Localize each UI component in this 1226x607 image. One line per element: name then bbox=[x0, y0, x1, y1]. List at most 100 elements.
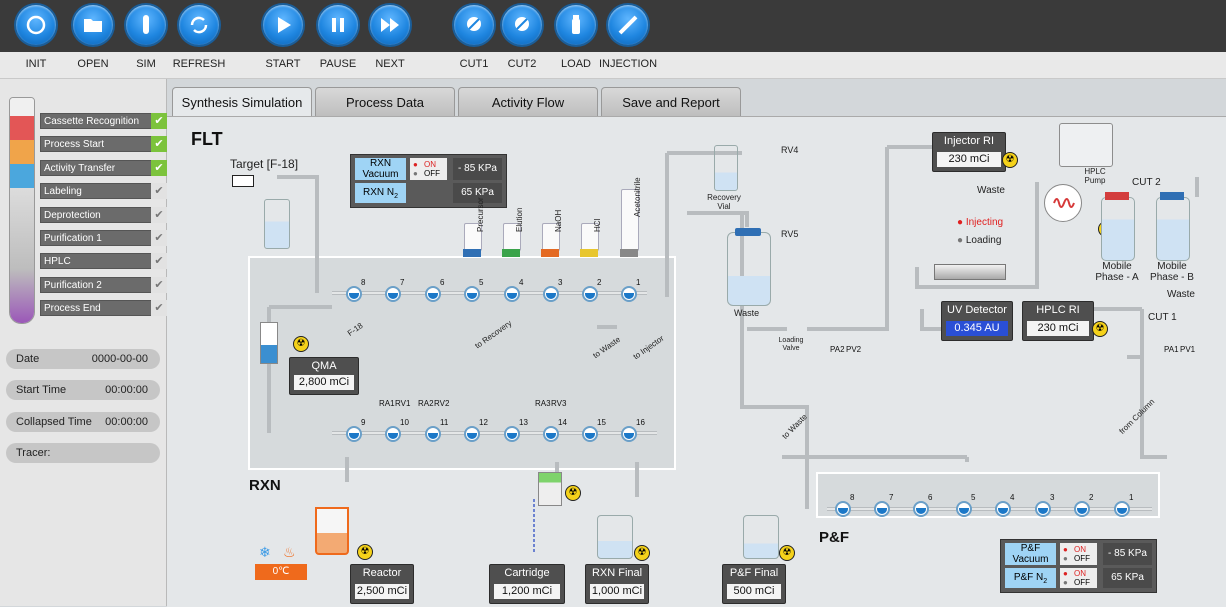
rxn-mid-valve[interactable] bbox=[464, 426, 480, 442]
start-button[interactable] bbox=[263, 5, 303, 45]
refresh-label: REFRESH bbox=[172, 58, 226, 70]
rv5-label: RV5 bbox=[781, 229, 799, 239]
target-label: Target [F-18] bbox=[230, 157, 299, 171]
mobile-phase-b-label: Mobile Phase - B bbox=[1150, 261, 1194, 283]
cut1-button[interactable] bbox=[454, 5, 494, 45]
rxn-top-valve[interactable] bbox=[621, 286, 637, 302]
mobile-phase-a-label: Mobile Phase - A bbox=[1095, 261, 1139, 283]
pf-valve[interactable] bbox=[835, 501, 851, 517]
reagent-label: NaOH bbox=[554, 209, 563, 232]
cooling-icon[interactable]: ❄ bbox=[259, 544, 271, 560]
pf-valve[interactable] bbox=[956, 501, 972, 517]
pf-valve[interactable] bbox=[995, 501, 1011, 517]
step-label: Process Start bbox=[44, 139, 105, 151]
pv1-label: PV1 bbox=[1180, 345, 1196, 354]
rv2-label: RV2 bbox=[434, 399, 450, 408]
rxn-mid-valve[interactable] bbox=[504, 426, 520, 442]
tab-activity-flow[interactable]: Activity Flow bbox=[458, 87, 598, 117]
pf-valve[interactable] bbox=[874, 501, 890, 517]
rxn-top-valve[interactable] bbox=[582, 286, 598, 302]
rxn-top-valve[interactable] bbox=[385, 286, 401, 302]
valve-number: 1 bbox=[1129, 493, 1134, 502]
injector-valve[interactable] bbox=[1044, 184, 1082, 222]
refresh-icon bbox=[26, 15, 46, 35]
pf-valve[interactable] bbox=[913, 501, 929, 517]
reagent-cap bbox=[541, 249, 559, 257]
valve-number: 15 bbox=[597, 418, 606, 427]
rxn-mid-valve[interactable] bbox=[425, 426, 441, 442]
rxn-mid-valve[interactable] bbox=[582, 426, 598, 442]
pf-gas-panel: P&F Vacuum ●ON ●OFF - 85 KPa P&F N2 ●ON … bbox=[1000, 539, 1157, 593]
cut1-label: CUT1 bbox=[459, 58, 489, 70]
next-button[interactable] bbox=[370, 5, 410, 45]
pf-valve[interactable] bbox=[1074, 501, 1090, 517]
rxn-top-valve[interactable] bbox=[504, 286, 520, 302]
check-icon: ✔ bbox=[151, 206, 167, 223]
waste-label: Waste bbox=[734, 308, 760, 318]
cut1-icon bbox=[467, 17, 481, 31]
refresh-button[interactable] bbox=[179, 5, 219, 45]
valve-number: 4 bbox=[1010, 493, 1015, 502]
rxn-top-valve[interactable] bbox=[543, 286, 559, 302]
cut2-label: CUT 2 bbox=[1132, 177, 1161, 188]
pause-button[interactable] bbox=[318, 5, 358, 45]
init-label: INIT bbox=[25, 58, 47, 70]
rxn-mid-valve[interactable] bbox=[385, 426, 401, 442]
tab-save-and-report[interactable]: Save and Report bbox=[601, 87, 741, 117]
valve-number: 7 bbox=[889, 493, 894, 502]
step-label: Purification 2 bbox=[44, 279, 102, 291]
init-button[interactable] bbox=[16, 5, 56, 45]
recovery-vial bbox=[714, 145, 738, 191]
radiation-icon: ☢ bbox=[565, 485, 581, 501]
open-button[interactable] bbox=[73, 5, 113, 45]
rxn-vacuum-switch[interactable]: ●ON ●OFF bbox=[410, 158, 447, 180]
temperature-display: 0℃ bbox=[255, 564, 307, 580]
reagent-label: Precursor bbox=[476, 197, 485, 232]
tab-process-data[interactable]: Process Data bbox=[315, 87, 455, 117]
start-label: START bbox=[265, 58, 301, 70]
injection-button[interactable] bbox=[608, 5, 648, 45]
sim-button[interactable] bbox=[126, 5, 166, 45]
rxn-top-valve[interactable] bbox=[346, 286, 362, 302]
pf-vacuum-value: - 85 KPa bbox=[1103, 543, 1152, 565]
pf-valve[interactable] bbox=[1035, 501, 1051, 517]
load-button[interactable] bbox=[556, 5, 596, 45]
mobile-phase-b-bottle bbox=[1156, 197, 1190, 261]
tab-synthesis-simulation[interactable]: Synthesis Simulation bbox=[172, 87, 312, 117]
vial-icon bbox=[572, 15, 580, 34]
rxn-top-valve[interactable] bbox=[425, 286, 441, 302]
step-label: Process End bbox=[44, 303, 101, 315]
reagent-cap bbox=[463, 249, 481, 257]
valve-number: 5 bbox=[971, 493, 976, 502]
valve-number: 11 bbox=[440, 418, 449, 427]
rxn-mid-valve[interactable] bbox=[543, 426, 559, 442]
check-icon: ✔ bbox=[151, 276, 167, 293]
cut2-button[interactable] bbox=[502, 5, 542, 45]
waste-bottle bbox=[727, 232, 771, 306]
heating-icon[interactable]: ♨ bbox=[283, 544, 296, 560]
rxn-top-valve[interactable] bbox=[464, 286, 480, 302]
pf-vacuum-switch[interactable]: ●ON ●OFF bbox=[1060, 543, 1097, 565]
rxn-mid-valve[interactable] bbox=[346, 426, 362, 442]
waste-hplc-label: Waste bbox=[1167, 289, 1195, 300]
loading-valve-label: Loading Valve bbox=[778, 337, 804, 352]
recovery-vial-label: Recovery Vial bbox=[707, 193, 741, 211]
cartridge bbox=[538, 472, 562, 506]
pf-n2-switch[interactable]: ●ON ●OFF bbox=[1060, 568, 1097, 588]
rv1-label: RV1 bbox=[395, 399, 411, 408]
valve-number: 10 bbox=[400, 418, 409, 427]
target-arrow-icon bbox=[232, 175, 254, 187]
rv3-label: RV3 bbox=[551, 399, 567, 408]
pf-n2-label: P&F N2 bbox=[1005, 568, 1056, 588]
pf-valve[interactable] bbox=[1114, 501, 1130, 517]
valve-number: 6 bbox=[440, 278, 445, 287]
valve-number: 12 bbox=[479, 418, 488, 427]
hplc-pump-label: HPLC Pump bbox=[1084, 167, 1106, 185]
sim-label: SIM bbox=[136, 58, 156, 70]
step-label: Deprotection bbox=[44, 209, 101, 221]
rxn-mid-valve[interactable] bbox=[621, 426, 637, 442]
